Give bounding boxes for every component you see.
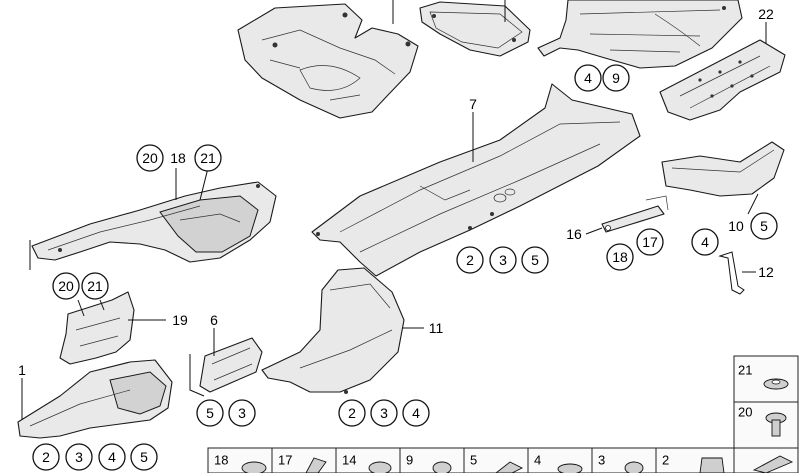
- callout-3-bracket: 3: [228, 399, 256, 427]
- legend-cell-18: 18: [214, 453, 228, 468]
- label-12: 12: [758, 264, 774, 280]
- callout-20-mid: 20: [52, 272, 80, 300]
- callout-4-part1: 4: [98, 443, 126, 471]
- label-16: 16: [566, 226, 582, 242]
- part-6-bracket: [189, 328, 263, 397]
- svg-text:3: 3: [238, 405, 246, 421]
- callout-3-part11: 3: [370, 399, 398, 427]
- svg-text:4: 4: [412, 405, 420, 421]
- svg-text:21: 21: [200, 150, 216, 166]
- callout-2-center: 2: [456, 246, 484, 274]
- svg-text:4: 4: [584, 70, 592, 86]
- svg-text:3: 3: [75, 449, 83, 465]
- svg-text:20: 20: [58, 278, 74, 294]
- label-11: 11: [429, 320, 444, 336]
- callout-9-top: 9: [602, 64, 630, 92]
- top-center-heat-shield: [419, 0, 531, 57]
- label-18: 18: [170, 150, 186, 166]
- callout-3-center: 3: [489, 246, 517, 274]
- part-1-shield: [17, 359, 173, 439]
- legend-cell-14: 14: [342, 453, 356, 468]
- part-16-strap: [585, 195, 669, 235]
- callout-20-left: 20: [136, 144, 164, 172]
- callout-5-part1: 5: [130, 443, 158, 471]
- svg-text:17: 17: [642, 234, 658, 250]
- svg-text:5: 5: [760, 218, 768, 234]
- callout-2-part11: 2: [338, 399, 366, 427]
- legend-cell-2: 2: [662, 453, 669, 468]
- side-legend-21-number: 21: [738, 363, 752, 378]
- part-22-shield: [659, 22, 786, 121]
- svg-text:5: 5: [206, 405, 214, 421]
- svg-text:4: 4: [701, 234, 709, 250]
- callout-5-bracket: 5: [196, 399, 224, 427]
- part-12-bracket: [718, 251, 756, 295]
- svg-text:2: 2: [466, 252, 474, 268]
- side-legend-20-number: 20: [738, 405, 752, 420]
- left-heat-shield: [29, 167, 277, 270]
- clip-icon: [699, 457, 725, 473]
- callout-21-left: 21: [194, 144, 222, 172]
- label-19: 19: [172, 312, 188, 328]
- svg-text:5: 5: [531, 252, 539, 268]
- clip-icon: [305, 457, 327, 473]
- callouts: 4 9 20 21 2 3 5 18 17 5 4 20 21 5 3 2 3 …: [32, 64, 778, 471]
- legend-cell-5: 5: [470, 453, 477, 468]
- svg-text:5: 5: [140, 449, 148, 465]
- svg-text:4: 4: [108, 449, 116, 465]
- callout-4-right: 4: [691, 228, 719, 256]
- label-7: 7: [469, 96, 477, 112]
- callout-5-center: 5: [521, 246, 549, 274]
- callout-18-right: 18: [606, 243, 634, 271]
- part-11-shield: [261, 267, 424, 394]
- legend-cell-9: 9: [406, 453, 413, 468]
- clip-icon: [495, 461, 524, 473]
- bottom-legend: 18 17 14 9 5 4 3 2: [207, 447, 735, 473]
- part-7-tunnel-shield: [311, 83, 641, 277]
- plain-labels: 22 7 18 10 16 12 19 6 11 1: [18, 6, 774, 378]
- top-left-heat-shield: [237, 0, 419, 119]
- callout-17-right: 17: [636, 228, 664, 256]
- nut-icon: [624, 461, 644, 473]
- svg-text:18: 18: [612, 249, 628, 265]
- svg-text:2: 2: [348, 405, 356, 421]
- side-legend: 21 20: [733, 355, 799, 473]
- part-19-shield: [59, 291, 166, 365]
- callout-21-mid: 21: [81, 272, 109, 300]
- part-10-shield: [661, 141, 785, 215]
- nut-icon: [557, 463, 583, 473]
- label-1: 1: [18, 362, 26, 378]
- callout-5-right: 5: [750, 212, 778, 240]
- callout-3-part1: 3: [65, 443, 93, 471]
- nut-icon: [241, 461, 267, 473]
- callout-2-part1: 2: [32, 443, 60, 471]
- svg-text:21: 21: [87, 278, 103, 294]
- legend-cell-4: 4: [534, 453, 541, 468]
- nut-icon: [368, 461, 392, 473]
- muffler-heat-shield: [537, 0, 743, 69]
- svg-text:2: 2: [42, 449, 50, 465]
- label-10: 10: [728, 218, 744, 234]
- nut-icon: [432, 461, 452, 473]
- legend-cell-3: 3: [598, 453, 605, 468]
- svg-text:3: 3: [499, 252, 507, 268]
- label-22: 22: [758, 6, 774, 22]
- svg-text:20: 20: [142, 150, 158, 166]
- svg-text:9: 9: [612, 70, 620, 86]
- callout-4-part11: 4: [402, 399, 430, 427]
- callout-4-top: 4: [574, 64, 602, 92]
- legend-cell-17: 17: [278, 453, 292, 468]
- svg-text:3: 3: [380, 405, 388, 421]
- label-6: 6: [210, 312, 218, 328]
